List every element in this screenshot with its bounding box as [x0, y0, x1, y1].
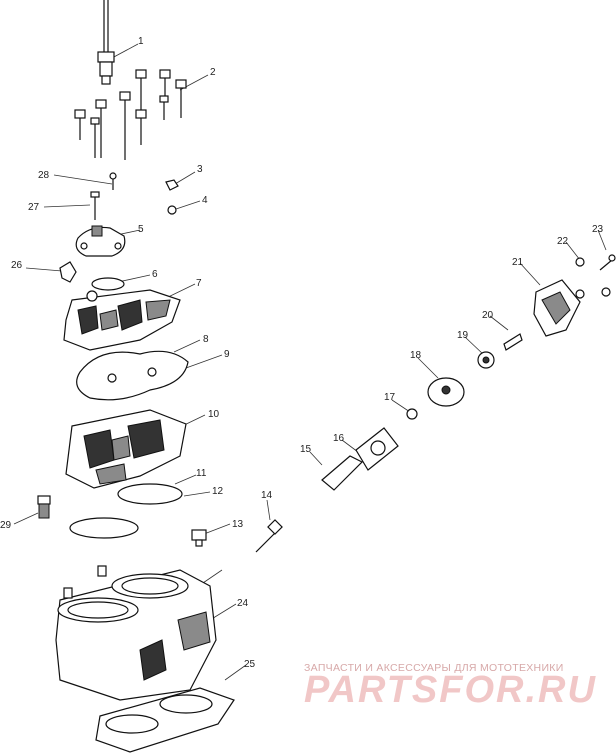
- callout-labels: 1 2 3 4 5 6 7 8 9 10 11 12 13 14 15 16 1…: [0, 36, 604, 670]
- callout-7: 7: [196, 278, 202, 289]
- callout-22: 22: [557, 236, 569, 247]
- small-fasteners: [90, 172, 179, 220]
- cylinder-head: [65, 409, 187, 489]
- callout-24: 24: [237, 598, 249, 609]
- cylinder-base-gasket: [95, 687, 235, 753]
- water-pump-assembly: [321, 254, 616, 491]
- callout-12: 12: [212, 486, 224, 497]
- callout-29: 29: [0, 520, 12, 531]
- water-fitting: [37, 495, 51, 519]
- temperature-sensor: [97, 0, 115, 85]
- thermostat-housing: [75, 225, 126, 257]
- head-bolt-set: [74, 69, 187, 160]
- head-cover-gasket: [76, 350, 189, 401]
- drain-valve: [255, 519, 283, 553]
- callout-11: 11: [196, 468, 207, 479]
- callout-17: 17: [384, 392, 396, 403]
- callout-3: 3: [197, 164, 203, 175]
- callout-27: 27: [28, 202, 40, 213]
- watermark-brand: PARTSFOR.RU: [304, 669, 597, 711]
- watermark-subtitle: ЗАПЧАСТИ И АКСЕССУАРЫ ДЛЯ МОТОТЕХНИКИ: [304, 662, 564, 674]
- callout-14: 14: [261, 490, 273, 501]
- callout-28: 28: [38, 170, 50, 181]
- callout-9: 9: [224, 349, 230, 360]
- callout-6: 6: [152, 269, 158, 280]
- watermark: ЗАПЧАСТИ И АКСЕССУАРЫ ДЛЯ МОТОТЕХНИКИ PA…: [304, 662, 597, 711]
- callout-26: 26: [11, 260, 23, 271]
- cylinder-head-cover: [63, 289, 181, 351]
- callout-5: 5: [138, 224, 144, 235]
- callout-25: 25: [244, 659, 256, 670]
- callout-10: 10: [208, 409, 220, 420]
- callout-4: 4: [202, 195, 208, 206]
- callout-13: 13: [232, 519, 244, 530]
- callout-18: 18: [410, 350, 422, 361]
- elbow-fitting: [59, 261, 77, 283]
- callout-8: 8: [203, 334, 209, 345]
- head-o-ring-lower: [69, 517, 139, 539]
- callout-20: 20: [482, 310, 494, 321]
- cylinder-block: [55, 565, 217, 701]
- leader-lines: [13, 43, 607, 681]
- callout-23: 23: [592, 224, 604, 235]
- callout-2: 2: [210, 67, 216, 78]
- callout-21: 21: [512, 257, 524, 268]
- callout-16: 16: [333, 433, 345, 444]
- o-ring: [91, 277, 125, 291]
- spark-plug-seat: [191, 529, 207, 547]
- callout-15: 15: [300, 444, 312, 455]
- head-o-ring-upper: [117, 483, 183, 505]
- callout-1: 1: [138, 36, 144, 47]
- callout-19: 19: [457, 330, 469, 341]
